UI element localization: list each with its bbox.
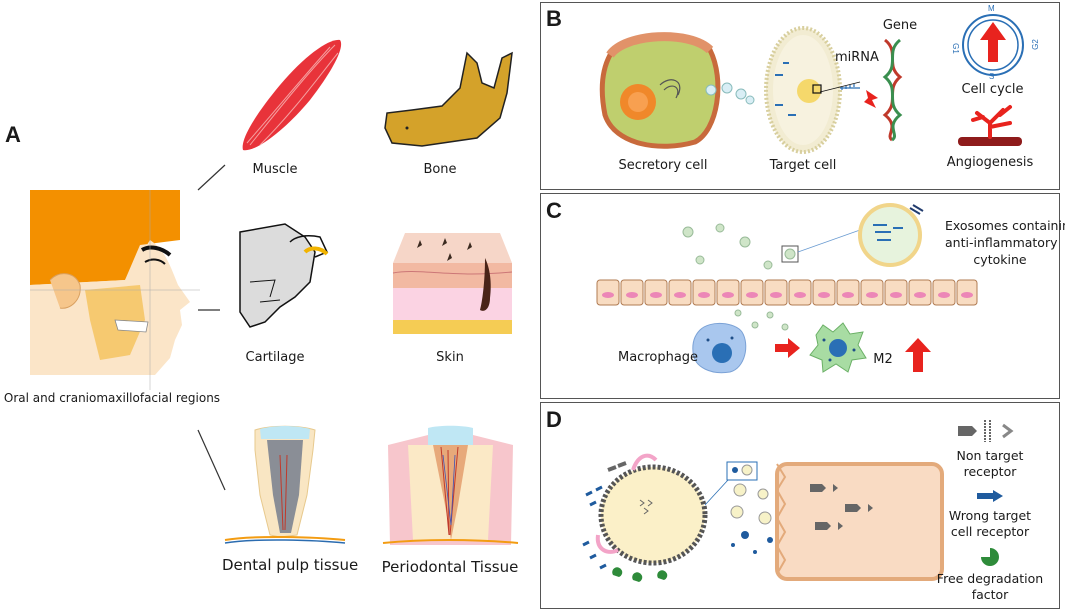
m2-label: M2 xyxy=(873,352,893,367)
m2-macrophage-cell xyxy=(809,322,867,373)
bone-illustration xyxy=(384,51,513,147)
cell-cycle-icon xyxy=(962,14,1024,76)
recipient-cell-d xyxy=(775,462,944,581)
exosome-zoom xyxy=(858,203,924,267)
angiogenesis-label: Angiogenesis xyxy=(946,155,1034,170)
phase-g1: G1 xyxy=(950,43,960,54)
exosome-vesicle-d xyxy=(582,453,729,582)
angiogenesis-icon xyxy=(958,105,1022,146)
macrophage-cell xyxy=(692,323,747,374)
panel-b-label: B xyxy=(546,6,562,31)
cartilage-label: Cartilage xyxy=(245,350,305,365)
phase-g2: G2 xyxy=(1030,39,1040,50)
panel-a-label: A xyxy=(5,122,21,147)
exosomes-text-2: anti-inflammatory xyxy=(945,235,1058,250)
mirna-strand xyxy=(819,81,878,108)
cell-cycle-label: Cell cycle xyxy=(961,82,1024,97)
connector-lines xyxy=(197,164,226,491)
gene-helix-icon xyxy=(882,38,903,142)
epithelial-cell-layer xyxy=(596,279,978,306)
exosomes-text-3: cytokine xyxy=(973,252,1027,267)
face-caption: Oral and craniomaxillofacial regions xyxy=(3,391,221,405)
phase-m: M xyxy=(988,4,995,13)
skin-label: Skin xyxy=(436,350,464,365)
periodontal-illustration xyxy=(382,425,519,545)
non-target-text-1: Non target xyxy=(956,448,1024,463)
muscle-illustration xyxy=(242,39,342,151)
free-degradation-text-1: Free degradation xyxy=(936,571,1044,586)
macrophage-label: Macrophage xyxy=(618,350,699,365)
face-illustration xyxy=(30,190,200,390)
mirna-label: miRNA xyxy=(835,50,879,65)
secretory-cell-label: Secretory cell xyxy=(618,158,708,173)
wrong-target-text-1: Wrong target xyxy=(948,508,1032,523)
gene-label: Gene xyxy=(882,18,918,33)
free-degradation-text-2: factor xyxy=(971,587,1009,602)
periodontal-label: Periodontal Tissue xyxy=(381,558,519,576)
panel-d-label: D xyxy=(546,407,562,432)
exosomes-text-1: Exosomes containing xyxy=(945,218,1065,233)
muscle-label: Muscle xyxy=(252,162,298,177)
bone-label: Bone xyxy=(423,162,457,177)
dental-pulp-illustration xyxy=(224,425,346,544)
exosome-vesicles-b xyxy=(705,82,755,105)
skin-illustration xyxy=(392,233,513,334)
wrong-target-receptor-icon xyxy=(977,490,1003,502)
free-degradation-factor-icon xyxy=(981,548,999,566)
exosomes-to-macrophage xyxy=(734,309,789,331)
increase-arrow-icon xyxy=(905,338,931,372)
polarization-arrow-icon xyxy=(775,338,800,358)
wrong-target-text-2: cell receptor xyxy=(950,524,1030,539)
released-contents xyxy=(726,461,773,554)
phase-s: S xyxy=(989,72,995,81)
non-target-receptor-icon xyxy=(958,420,1014,442)
secretory-cell xyxy=(599,32,721,149)
panel-c-label: C xyxy=(546,198,562,223)
target-cell xyxy=(764,26,842,154)
floating-exosomes xyxy=(682,223,861,270)
non-target-text-2: receptor xyxy=(963,464,1017,479)
dental-pulp-label: Dental pulp tissue xyxy=(222,556,359,574)
cartilage-illustration xyxy=(239,223,329,328)
target-cell-label: Target cell xyxy=(769,158,837,173)
